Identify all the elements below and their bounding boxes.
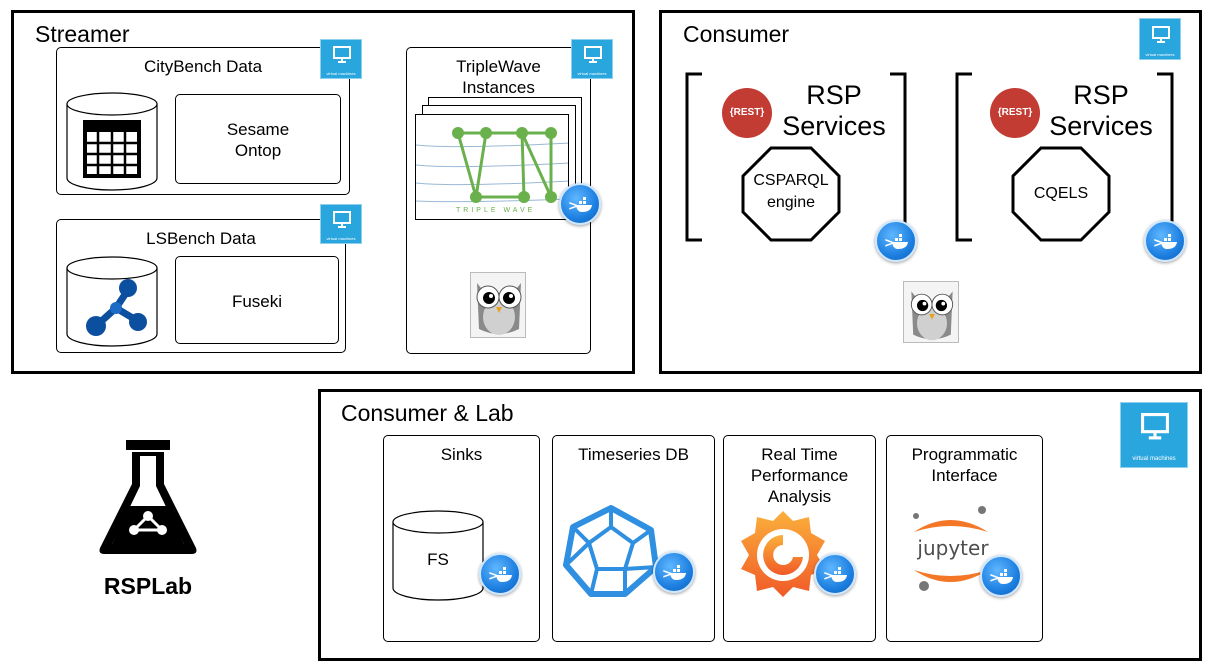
ontop-label: Ontop xyxy=(234,141,282,160)
consumer-title: Consumer xyxy=(683,21,790,47)
vm-badge-citybench: virtual machines xyxy=(320,39,362,79)
citybench-title: CityBench Data xyxy=(143,57,263,76)
svg-text:>: > xyxy=(884,236,895,251)
fuseki-label: Fuseki xyxy=(231,292,283,311)
database-table-icon xyxy=(66,92,158,191)
svg-text:>: > xyxy=(1153,236,1164,251)
card-performance-title-2: Performance xyxy=(750,466,849,485)
rsp-label-1b: Services xyxy=(782,111,886,141)
sesame-ontop-box: Sesame Ontop xyxy=(175,94,341,184)
brand-name: RSPLab xyxy=(103,573,193,599)
streamer-title: Streamer xyxy=(35,21,130,47)
bracket-left-2 xyxy=(955,72,972,242)
rest-icon-2: {REST} xyxy=(990,88,1040,138)
vm-badge-lsbench: virtual machines xyxy=(320,204,362,244)
triplewave-graph xyxy=(416,127,568,203)
rsp-label-2b: Services xyxy=(1049,111,1153,141)
svg-text:>: > xyxy=(662,567,673,582)
card-programmatic-title-2: Interface xyxy=(931,466,998,485)
fs-database-icon xyxy=(392,510,484,601)
docker-icon-csparql: > xyxy=(875,220,917,262)
fs-label: FS xyxy=(427,550,449,569)
rest-icon-1: {REST} xyxy=(722,88,772,138)
database-graph-icon xyxy=(66,256,158,347)
engine-label-1b: engine xyxy=(766,194,816,211)
flask-logo-icon xyxy=(99,440,197,554)
triplewave-instance: TRIPLE WAVE xyxy=(415,114,569,220)
bracket-left-1 xyxy=(685,72,702,242)
lsbench-title: LSBench Data xyxy=(146,229,256,248)
card-sinks-title: Sinks xyxy=(440,445,483,464)
triplewave-title-1: TripleWave xyxy=(456,57,541,76)
rsp-label-2a: RSP xyxy=(1073,80,1129,110)
vm-badge-label: virtual machines xyxy=(1145,52,1175,57)
docker-icon-triplewave: > xyxy=(559,183,601,225)
docker-icon-cqels: > xyxy=(1144,220,1186,262)
engine-octagon-2 xyxy=(1011,146,1111,242)
vm-badge-label: virtual machines xyxy=(326,71,356,76)
owl-icon-streamer xyxy=(470,272,526,338)
vm-badge-label: virtual machines xyxy=(1132,456,1176,462)
card-performance-title-1: Real Time xyxy=(761,445,838,464)
svg-text:>: > xyxy=(488,569,499,584)
rsp-label-1a: RSP xyxy=(806,80,862,110)
sesame-label: Sesame xyxy=(226,120,290,139)
engine-octagon-1 xyxy=(741,146,841,242)
card-timeseries-title: Timeseries DB xyxy=(578,445,689,464)
triplewave-logo-text: TRIPLE WAVE xyxy=(456,207,536,214)
vm-badge-label: virtual machines xyxy=(577,71,607,76)
jupyter-icon xyxy=(913,506,988,591)
vm-badge-consumer: virtual machines xyxy=(1139,18,1181,60)
lab-title: Consumer & Lab xyxy=(341,400,514,426)
timeseries-db-icon xyxy=(563,505,659,597)
citybench-box: CityBench Data Sesame Ontop xyxy=(56,47,350,195)
vm-badge-lab: virtual machines xyxy=(1120,402,1188,468)
grafana-icon xyxy=(741,511,825,597)
owl-icon-consumer xyxy=(903,281,959,343)
vm-monitor-icon xyxy=(333,46,351,63)
card-performance-title-3: Analysis xyxy=(767,487,832,506)
fuseki-box: Fuseki xyxy=(175,256,339,344)
vm-badge-triplewave: virtual machines xyxy=(571,39,613,79)
vm-monitor-icon xyxy=(333,211,351,228)
docker-icon-sinks: > xyxy=(479,553,521,595)
engine-label-1a: CSPARQL xyxy=(753,172,829,189)
docker-icon-performance: > xyxy=(814,553,856,595)
card-programmatic-title-1: Programmatic xyxy=(911,445,1018,464)
jupyter-wordmark: jupyter xyxy=(917,536,989,560)
svg-text:>: > xyxy=(989,571,1000,586)
card-programmatic: Programmatic Interface xyxy=(886,435,1043,642)
vm-badge-label: virtual machines xyxy=(326,236,356,241)
svg-text:>: > xyxy=(823,569,834,584)
triplewave-title-2: Instances xyxy=(462,78,535,97)
vm-monitor-icon xyxy=(1152,26,1170,43)
lsbench-box: LSBench Data Fuseki xyxy=(56,219,346,353)
engine-label-2a: CQELS xyxy=(1033,185,1089,202)
vm-monitor-icon xyxy=(1141,413,1169,440)
svg-text:>: > xyxy=(568,199,579,214)
docker-icon-timeseries: > xyxy=(653,551,695,593)
vm-monitor-icon xyxy=(584,46,602,63)
docker-icon-programmatic: > xyxy=(980,555,1022,597)
